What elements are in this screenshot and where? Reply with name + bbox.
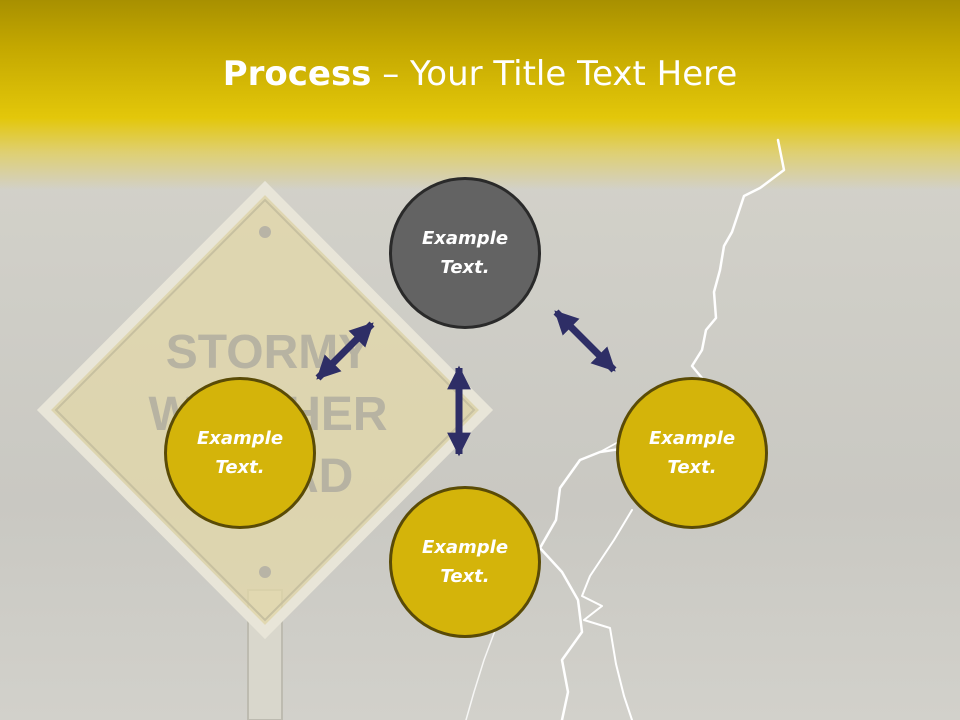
arrow-top-right <box>553 309 617 373</box>
node-bottom-line2: Text. <box>440 566 490 587</box>
title-rest: – Your Title Text Here <box>371 54 738 94</box>
arrow-top-left <box>315 321 375 381</box>
title-bold: Process <box>222 54 372 94</box>
node-top-line1: Example <box>421 228 509 249</box>
node-left-line2: Text. <box>215 457 265 478</box>
node-top-line2: Text. <box>440 257 490 278</box>
node-left-line1: Example <box>196 428 284 449</box>
node-bottom: Example Text. <box>389 486 541 638</box>
header-band <box>0 0 960 190</box>
node-left: Example Text. <box>164 377 316 529</box>
node-right: Example Text. <box>616 377 768 529</box>
node-top: Example Text. <box>389 177 541 329</box>
node-right-line2: Text. <box>667 457 717 478</box>
node-right-line1: Example <box>648 428 736 449</box>
slide-title: Process – Your Title Text Here <box>0 50 960 98</box>
node-bottom-line1: Example <box>421 537 509 558</box>
